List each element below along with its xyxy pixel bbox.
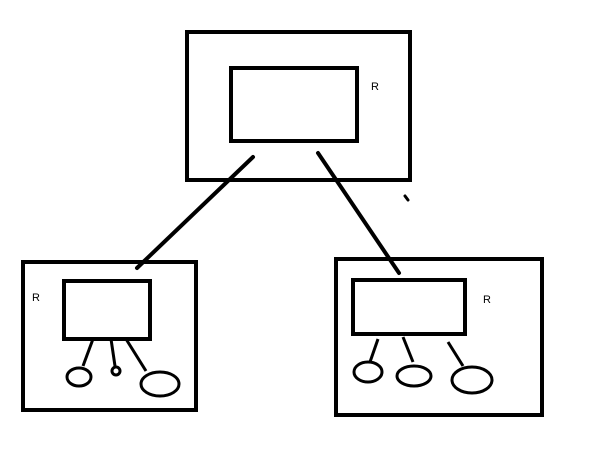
node-right-leaf-2 [395,364,433,388]
node-right: R [334,257,544,417]
node-left-stem-2 [109,338,117,367]
edge-top-left [135,155,255,270]
node-right-inner-box [351,278,467,336]
node-left-label: R [32,292,40,304]
node-top-label: R [371,81,379,93]
node-right-leaf-3 [450,365,494,395]
node-left-stem-3 [124,338,148,372]
edge-top-right [316,151,401,275]
node-top-inner-box [229,66,359,143]
stray-mark [403,194,410,202]
node-left-outer-box [21,260,198,412]
node-left-inner-box [62,279,152,341]
node-left-stem-1 [81,338,95,367]
node-right-label: R [483,294,491,306]
node-top-outer-box [185,30,412,182]
node-right-outer-box [334,257,544,417]
node-left-leaf-3 [139,370,181,398]
node-left: R [21,260,198,412]
node-left-leaf-1 [65,366,93,388]
node-right-leaf-1 [352,360,384,384]
node-top: R [185,30,412,182]
node-right-stem-2 [401,336,415,363]
node-left-leaf-2 [110,365,122,377]
node-right-stem-3 [446,341,465,367]
node-right-stem-1 [368,338,380,363]
